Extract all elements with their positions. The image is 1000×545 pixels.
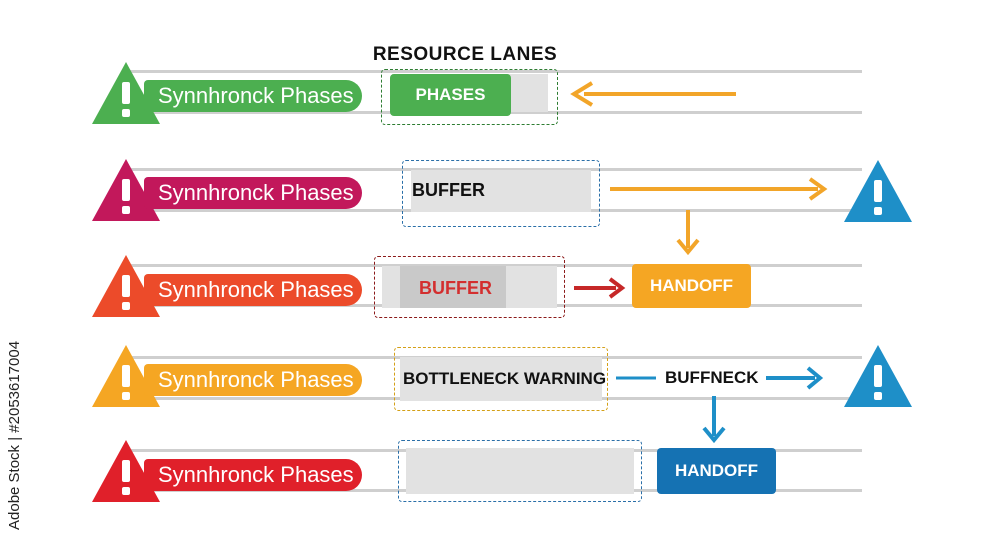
- arrow-left-icon: [570, 81, 736, 107]
- arrow-down-icon: [676, 210, 700, 256]
- bottleneck-warning-label: BOTTLENECK WARNING: [403, 369, 607, 388]
- phase-label-5: Synnhronck Phases: [144, 459, 362, 491]
- empty-lane-frame: [398, 440, 642, 502]
- warning-triangle-icon: [92, 345, 160, 407]
- phase-label-4: Synnhronck Phases: [144, 364, 362, 396]
- bottleneck-lane-bar: [400, 357, 602, 401]
- arrow-right-icon: [610, 177, 828, 201]
- bottleneck-lane-frame: [394, 347, 608, 411]
- warning-triangle-icon: [844, 160, 912, 222]
- empty-lane-bar: [406, 448, 634, 494]
- arrow-right-icon: [766, 366, 824, 390]
- phase-label-1: Synnhronck Phases: [144, 80, 362, 112]
- warning-triangle-icon: [92, 62, 160, 124]
- buffer-label-2: BUFFER: [419, 278, 492, 298]
- phases-lane-frame: [381, 69, 558, 125]
- phases-block: PHASES: [390, 74, 511, 116]
- buffer-lane-frame-1: [402, 160, 600, 227]
- buffneck-label: BUFFNECK: [665, 368, 759, 387]
- handoff-block-2: HANDOFF: [657, 448, 776, 494]
- warning-triangle-icon: [92, 255, 160, 317]
- stock-watermark: Adobe Stock | #2053617004: [6, 340, 23, 530]
- warning-triangle-icon: [92, 440, 160, 502]
- arrow-down-icon: [702, 396, 726, 444]
- arrow-right-icon: [574, 277, 626, 299]
- phase-label-2: Synnhronck Phases: [144, 177, 362, 209]
- buffer-lane-frame-2: [374, 256, 565, 318]
- warning-triangle-icon: [92, 159, 160, 221]
- buffer-block: [400, 266, 506, 308]
- diagram-title: RESOURCE LANES: [372, 44, 558, 65]
- lane-line: [130, 264, 862, 267]
- buffer-label-1: BUFFER: [412, 180, 485, 200]
- warning-triangle-icon: [844, 345, 912, 407]
- phase-label-3: Synnhronck Phases: [144, 274, 362, 306]
- handoff-block-1: HANDOFF: [632, 264, 751, 308]
- buffer-lane-bar-1: [411, 170, 591, 212]
- lane-line: [130, 168, 862, 171]
- lane-line: [130, 70, 862, 73]
